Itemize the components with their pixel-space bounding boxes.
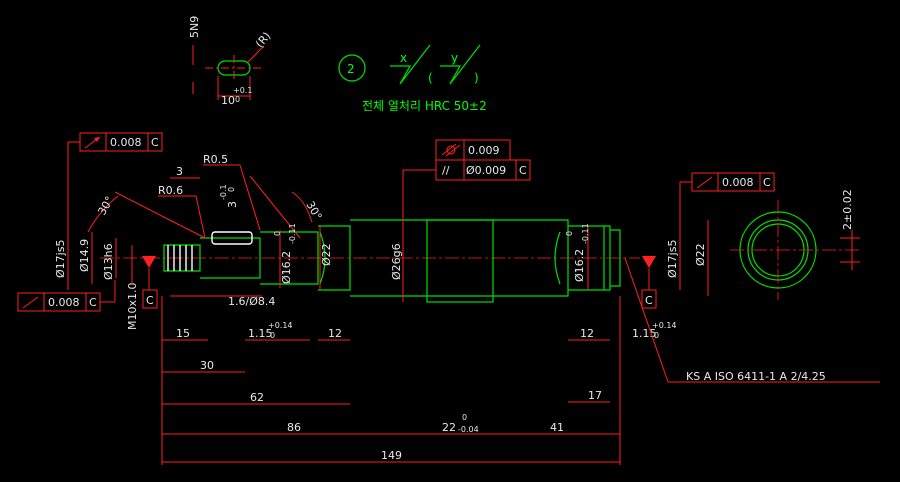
fcf-center: 0.009 // Ø0.009 C xyxy=(402,139,531,215)
fcf-right-value: 0.008 xyxy=(722,176,754,189)
dim-22: 22 xyxy=(442,421,456,434)
fcf-center-top1-value: 0.009 xyxy=(468,144,500,157)
dim-phi16-2-left: Ø16.2 xyxy=(280,251,293,284)
fcf-center-top2-value: Ø0.009 xyxy=(466,164,506,177)
dim-1-15-left: 1.15 xyxy=(248,327,273,340)
center-collar xyxy=(426,219,494,303)
dim-angle-30-left: 30° xyxy=(95,194,116,217)
section-dim: 2±0.02 xyxy=(841,189,854,230)
fcf-left-bottom-value: 0.008 xyxy=(48,296,80,309)
finish-symbol-y: y xyxy=(451,51,458,65)
dim-r05: R0.5 xyxy=(203,153,228,166)
finish-circle-number: 2 xyxy=(347,62,355,76)
datum-triangle-right xyxy=(642,256,656,268)
dim-phi17-left: Ø17js5 xyxy=(54,240,67,278)
dim-1-15-right-toll: 0 xyxy=(654,331,659,340)
dim-phi16-2-right: Ø16.2 xyxy=(573,249,586,282)
dim-3: 3 xyxy=(176,165,183,178)
fcf-right-datum: C xyxy=(763,176,771,189)
dim-3-0: 3 xyxy=(226,201,239,208)
dim-phi17-right: Ø17js5 xyxy=(666,240,679,278)
left-end-dimensions: 3 R0.5 R0.6 3 -0.1 0 30° 30° Ø17js5 Ø14.… xyxy=(54,153,333,341)
dim-12-left: 12 xyxy=(328,327,342,340)
datum-label-left: C xyxy=(146,294,154,307)
finish-symbol-x-mark xyxy=(390,44,431,85)
dim-12-right: 12 xyxy=(580,327,594,340)
finish-paren-open: ( xyxy=(428,71,433,85)
datum-triangle-left xyxy=(142,256,156,268)
keyway-radius-label: (R) xyxy=(253,30,273,51)
fcf-right: 0.008 C xyxy=(679,172,775,226)
fcf-center-top2-sym: // xyxy=(442,164,450,177)
center-dimensions: Ø26g6 xyxy=(390,215,404,302)
dim-1-15-right-tolu: +0.14 xyxy=(652,321,677,330)
dim-149: 149 xyxy=(381,449,402,462)
dim-3-0-tol0: 0 xyxy=(227,187,236,192)
dim-17: 17 xyxy=(588,389,602,402)
dim-30: 30 xyxy=(200,359,214,372)
keyway-width-label: 10 xyxy=(221,94,235,107)
finish-symbol-x: x xyxy=(400,51,407,65)
dim-22-toll: -0.04 xyxy=(458,425,479,434)
finish-paren-close: ) xyxy=(474,71,479,85)
fcf-left-bottom: 0.008 C xyxy=(17,280,116,312)
section-view: 2±0.02 xyxy=(730,189,860,300)
fcf-left-top-datum: C xyxy=(151,136,159,149)
dim-m10: M10x1.0 xyxy=(126,283,139,331)
fcf-left-bottom-datum: C xyxy=(89,296,97,309)
dim-62: 62 xyxy=(250,391,264,404)
dim-r06: R0.6 xyxy=(158,184,183,197)
fcf-left-top-value: 0.008 xyxy=(110,136,142,149)
keyway-tol-lower: 0 xyxy=(235,95,240,104)
keyway-detail: 5N9 (R) 10 +0.1 0 xyxy=(188,16,273,107)
fcf-left-top: 0.008 C xyxy=(67,132,163,226)
datum-label-right: C xyxy=(645,294,653,307)
dim-phi13: Ø13h6 xyxy=(102,243,115,280)
keyway-top-view xyxy=(211,231,253,245)
dim-22-tolu: 0 xyxy=(462,413,467,422)
dim-phi16-2-right-tolu: 0 xyxy=(565,231,574,236)
dim-15: 15 xyxy=(176,327,190,340)
dim-1-15-left-toll: 0 xyxy=(270,331,275,340)
dim-phi14-9: Ø14.9 xyxy=(78,239,91,272)
dim-phi16-2-right-toll: -0.11 xyxy=(581,223,590,244)
dim-phi22-left: Ø22 xyxy=(320,243,333,266)
shaft-outline xyxy=(100,219,640,303)
dim-phi16-2-left-tolu: 0 xyxy=(273,231,282,236)
fcf-center-top2-datum: C xyxy=(519,164,527,177)
dim-slot: 1.6/Ø8.4 xyxy=(228,295,275,308)
keyway-size-label: 5N9 xyxy=(188,16,201,38)
standard-note: KS A ISO 6411-1 A 2/4.25 xyxy=(686,370,826,383)
keyway-tol-upper: +0.1 xyxy=(233,86,252,95)
dim-phi26: Ø26g6 xyxy=(390,243,403,280)
finish-circle xyxy=(338,54,366,82)
dim-phi22-right: Ø22 xyxy=(694,243,707,266)
dim-phi16-2-left-toll: -0.11 xyxy=(288,223,297,244)
right-end-dimensions: Ø16.2 0 -0.11 C Ø17js5 Ø22 12 1.15 +0.14… xyxy=(565,220,880,403)
dim-3-0-tol: -0.1 xyxy=(219,184,228,200)
dim-41: 41 xyxy=(550,421,564,434)
dim-1-15-left-tolu: +0.14 xyxy=(268,321,293,330)
heat-treatment-note: 전체 열처리 HRC 50±2 xyxy=(362,99,487,113)
bottom-dimensions: 15 12 30 62 86 22 0 -0.04 41 149 xyxy=(161,296,621,465)
finish-symbol-y-mark xyxy=(440,44,481,85)
surface-finish-note: 2 x ( y ) 전체 열처리 HRC 50±2 xyxy=(338,44,487,113)
dim-86: 86 xyxy=(287,421,301,434)
dim-angle-30-right: 30° xyxy=(303,199,324,222)
